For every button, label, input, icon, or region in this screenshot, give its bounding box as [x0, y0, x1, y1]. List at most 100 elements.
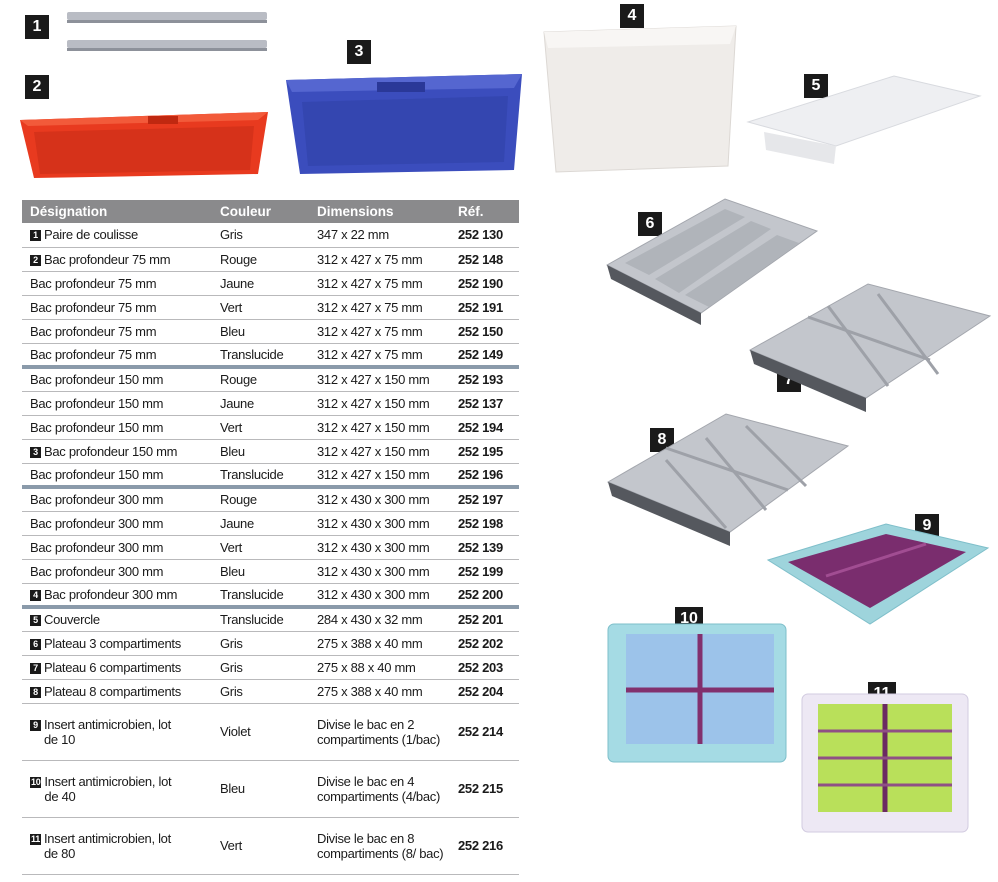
cell-couleur: Bleu — [212, 319, 309, 344]
blue-tray-image — [286, 74, 522, 174]
cell-ref: 252 202 — [450, 631, 519, 656]
cell-couleur: Violet — [212, 703, 309, 761]
cell-dimensions: 312 x 427 x 75 mm — [309, 247, 450, 272]
cell-ref: 252 199 — [450, 559, 519, 584]
cell-couleur: Translucide — [212, 463, 309, 489]
badge-4: 4 — [620, 4, 644, 28]
item-number-badge: 7 — [30, 662, 41, 674]
header-dimensions: Dimensions — [309, 200, 450, 223]
cell-dimensions: 312 x 427 x 150 mm — [309, 367, 450, 392]
item-number-badge: 6 — [30, 638, 41, 650]
translucent-tray-image — [543, 25, 737, 173]
cell-ref: 252 214 — [450, 703, 519, 761]
cell-ref: 252 194 — [450, 415, 519, 440]
cell-couleur: Gris — [212, 223, 309, 248]
cell-ref: 252 148 — [450, 247, 519, 272]
cell-ref: 252 137 — [450, 391, 519, 416]
cell-dimensions: 312 x 430 x 300 mm — [309, 583, 450, 609]
designation-text: Paire de coulisse — [44, 227, 138, 243]
header-ref: Réf. — [450, 200, 519, 223]
designation-text: Bac profondeur 150 mm — [44, 443, 178, 459]
cell-couleur: Vert — [212, 295, 309, 320]
cell-designation: Bac profondeur 300 mm — [22, 535, 212, 560]
cell-designation: Bac profondeur 300 mm — [22, 511, 212, 536]
insert-blue-image — [607, 623, 787, 763]
cell-dimensions: 312 x 430 x 300 mm — [309, 559, 450, 584]
item-number-badge: 4 — [30, 589, 41, 601]
cell-couleur: Translucide — [212, 607, 309, 632]
designation-text: Bac profondeur 75 mm — [30, 346, 157, 362]
cell-dimensions: 312 x 427 x 75 mm — [309, 319, 450, 344]
designation-text: Plateau 8 compartiments — [44, 683, 181, 699]
cell-couleur: Bleu — [212, 439, 309, 464]
designation-text: Insert antimicrobien, lot de 10 — [44, 716, 171, 747]
cell-ref: 252 215 — [450, 760, 519, 818]
item-number-badge: 8 — [30, 686, 41, 698]
badge-1: 1 — [25, 15, 49, 39]
cell-dimensions: 312 x 427 x 75 mm — [309, 295, 450, 320]
tray-6-compartments-image — [748, 283, 992, 412]
designation-text: Bac profondeur 150 mm — [30, 419, 164, 435]
badge-6: 6 — [638, 212, 662, 236]
designation-text: Couvercle — [44, 612, 100, 628]
designation-text: Bac profondeur 75 mm — [30, 275, 157, 291]
red-tray-image — [20, 112, 268, 178]
cell-ref: 252 198 — [450, 511, 519, 536]
cell-designation: Bac profondeur 75 mm — [22, 271, 212, 296]
cell-designation: Bac profondeur 150 mm — [22, 415, 212, 440]
cell-couleur: Rouge — [212, 487, 309, 512]
cell-designation: Bac profondeur 300 mm — [22, 487, 212, 512]
cell-dimensions: 275 x 388 x 40 mm — [309, 679, 450, 704]
cell-couleur: Gris — [212, 655, 309, 680]
cell-dimensions: 312 x 427 x 75 mm — [309, 271, 450, 296]
cell-ref: 252 203 — [450, 655, 519, 680]
cell-ref: 252 150 — [450, 319, 519, 344]
designation-text: Bac profondeur 75 mm — [44, 251, 171, 267]
cell-couleur: Vert — [212, 817, 309, 875]
rails-image — [67, 12, 267, 51]
cell-ref: 252 204 — [450, 679, 519, 704]
designation-text: Bac profondeur 300 mm — [30, 563, 164, 579]
designation-text: Bac profondeur 75 mm — [30, 323, 157, 339]
badge-2: 2 — [25, 75, 49, 99]
item-number-badge: 3 — [30, 446, 41, 458]
designation-text: Plateau 3 compartiments — [44, 635, 181, 651]
cell-dimensions: Divise le bac en 4 compartiments (4/bac) — [309, 760, 450, 818]
cell-couleur: Translucide — [212, 583, 309, 609]
designation-text: Bac profondeur 75 mm — [30, 299, 157, 315]
cell-couleur: Jaune — [212, 511, 309, 536]
cell-ref: 252 193 — [450, 367, 519, 392]
cell-designation: Bac profondeur 75 mm — [22, 319, 212, 344]
cell-couleur: Bleu — [212, 760, 309, 818]
cell-couleur: Rouge — [212, 247, 309, 272]
item-number-badge: 2 — [30, 254, 41, 266]
cell-ref: 252 197 — [450, 487, 519, 512]
insert-green-image — [801, 693, 969, 833]
cell-ref: 252 195 — [450, 439, 519, 464]
cell-ref: 252 191 — [450, 295, 519, 320]
item-number-badge: 11 — [30, 833, 41, 845]
